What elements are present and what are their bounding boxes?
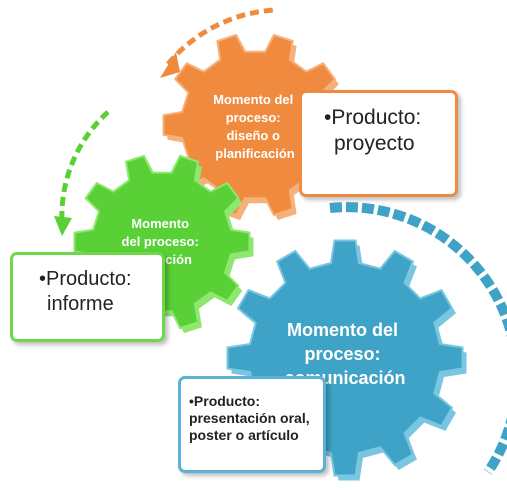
communication-product-box: •Producto: presentación oral, poster o a…: [178, 376, 326, 473]
execution-product-label: •Producto:: [39, 268, 132, 290]
execution-product-box: •Producto: informe: [10, 252, 165, 342]
communication-product-value-1: presentación oral,: [189, 410, 310, 426]
green-cycle-arrowhead: [54, 216, 72, 236]
planning-product-box: •Producto: proyecto: [299, 90, 458, 197]
blue-cycle-arrow: [329, 202, 507, 475]
orange-cycle-arrow: [166, 7, 276, 66]
green-cycle-arrow: [59, 110, 110, 223]
communication-product-label: •Producto:: [189, 393, 261, 409]
planning-product-label: •Producto:: [324, 106, 422, 129]
planning-gear-label: Momento del proceso: diseño o planificac…: [213, 92, 297, 161]
planning-product-value: proyecto: [334, 132, 415, 155]
execution-product-value: informe: [47, 293, 114, 315]
communication-product-value-2: poster o artículo: [189, 427, 299, 443]
orange-cycle-arrowhead: [160, 52, 180, 78]
